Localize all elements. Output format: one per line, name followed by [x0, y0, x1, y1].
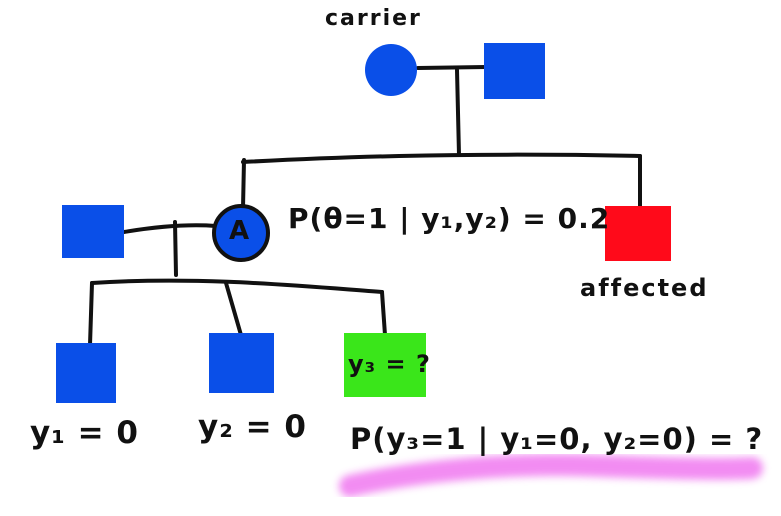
mother-proband-circle	[212, 204, 270, 262]
child3-drop-line	[380, 290, 387, 337]
child1-square	[56, 343, 116, 403]
grandmother-carrier-circle	[365, 44, 417, 96]
affected-label: affected	[580, 274, 709, 302]
y1-label: y₁ = 0	[30, 415, 139, 451]
affected-square	[605, 206, 671, 261]
proband-letter: A	[229, 216, 251, 246]
question-label: P(y₃=1 | y₁=0, y₂=0) = ?	[350, 422, 764, 456]
mother-drop-line	[241, 158, 246, 210]
y2-label: y₂ = 0	[198, 409, 307, 445]
theta-probability-label: P(θ=1 | y₁,y₂) = 0.2	[288, 202, 611, 235]
children-sibship-line	[90, 278, 384, 294]
father-square	[62, 205, 124, 258]
carrier-label: carrier	[325, 6, 422, 31]
child2-drop-line	[224, 281, 243, 337]
child3-unknown-square	[344, 333, 426, 397]
y3-label: y₃ = ?	[348, 350, 431, 378]
parents-descent-line	[173, 220, 178, 277]
generation2-sibship-line	[241, 152, 642, 164]
child1-drop-line	[88, 281, 94, 347]
parents-marriage-line	[122, 223, 218, 234]
grandparents-descent-line	[455, 68, 461, 157]
grandfather-square	[484, 43, 545, 99]
highlight-stroke	[339, 453, 763, 497]
grandparents-marriage-line	[416, 65, 488, 70]
child2-square	[209, 333, 274, 393]
